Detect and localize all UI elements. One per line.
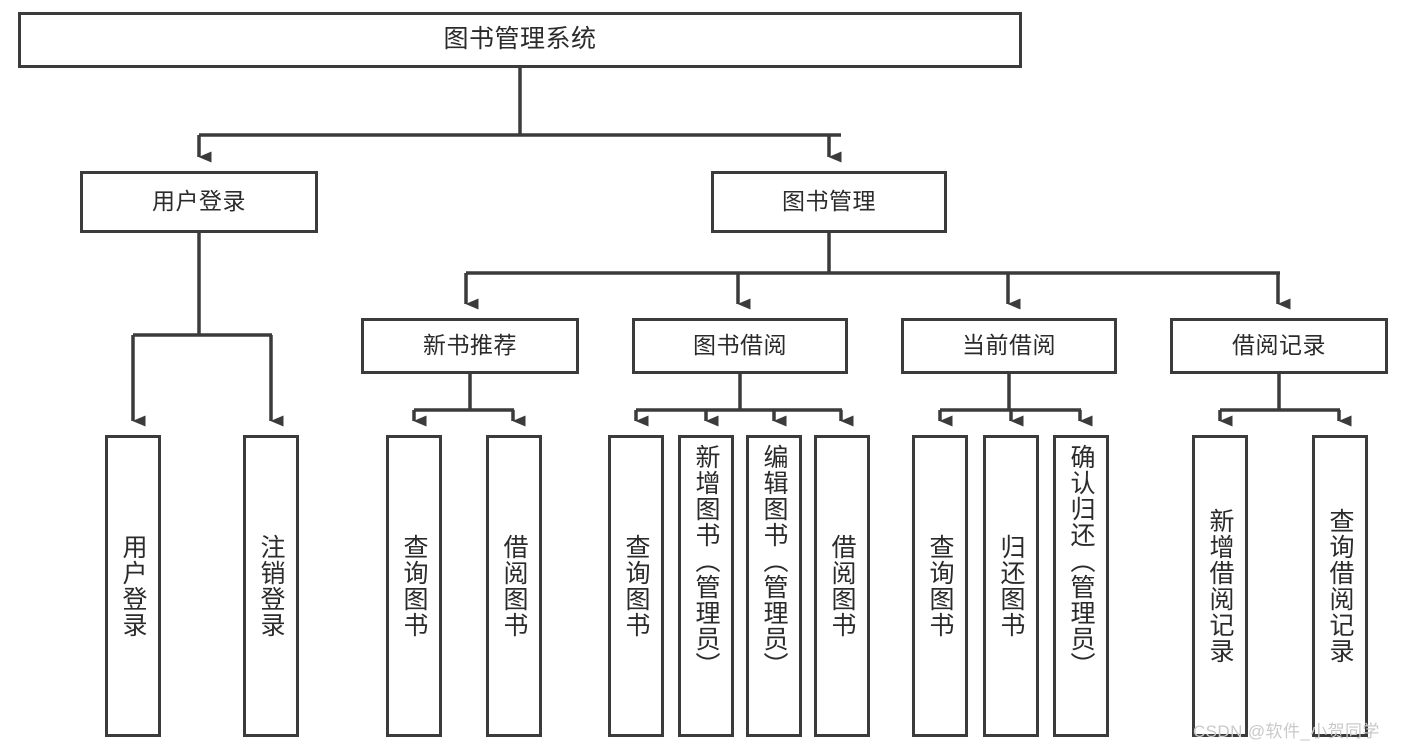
leaf-add-borrow-record[interactable]: 新增借阅记录 bbox=[1192, 435, 1248, 737]
node-label: 用户登录 bbox=[152, 188, 246, 215]
leaf-edit-book-admin[interactable]: 编辑图书（管理员） bbox=[746, 435, 802, 737]
leaf-borrow-book-recommend[interactable]: 借阅图书 bbox=[486, 435, 542, 737]
node-current-borrow[interactable]: 当前借阅 bbox=[901, 318, 1117, 374]
node-book-manage[interactable]: 图书管理 bbox=[711, 171, 947, 233]
node-label: 图书借阅 bbox=[693, 332, 787, 359]
node-label: 借阅图书 bbox=[828, 534, 856, 638]
leaf-add-book-admin[interactable]: 新增图书（管理员） bbox=[678, 435, 734, 737]
node-user-login[interactable]: 用户登录 bbox=[80, 171, 318, 233]
leaf-query-borrow-record[interactable]: 查询借阅记录 bbox=[1312, 435, 1368, 737]
node-label: 查询图书 bbox=[926, 534, 954, 638]
node-label: 查询图书 bbox=[400, 534, 428, 638]
node-label: 借阅记录 bbox=[1232, 332, 1326, 359]
leaf-query-book-recommend[interactable]: 查询图书 bbox=[386, 435, 442, 737]
leaf-borrow-book[interactable]: 借阅图书 bbox=[814, 435, 870, 737]
node-label: 用户登录 bbox=[119, 534, 147, 638]
leaf-confirm-return-admin[interactable]: 确认归还（管理员） bbox=[1053, 435, 1109, 737]
node-label: 确认归还（管理员） bbox=[1067, 444, 1095, 678]
node-label: 注销登录 bbox=[257, 534, 285, 638]
node-new-book-recommend[interactable]: 新书推荐 bbox=[361, 318, 579, 374]
leaf-return-book[interactable]: 归还图书 bbox=[983, 435, 1039, 737]
node-borrow-record[interactable]: 借阅记录 bbox=[1170, 318, 1388, 374]
node-label: 新增图书（管理员） bbox=[692, 444, 720, 678]
csdn-watermark: CSDN @软件_小贺同学 bbox=[1193, 722, 1380, 741]
node-label: 借阅图书 bbox=[500, 534, 528, 638]
leaf-logout-login[interactable]: 注销登录 bbox=[243, 435, 299, 737]
leaf-query-book-borrow[interactable]: 查询图书 bbox=[608, 435, 664, 737]
node-book-borrow[interactable]: 图书借阅 bbox=[632, 318, 848, 374]
node-label: 归还图书 bbox=[997, 534, 1025, 638]
node-label: 查询图书 bbox=[622, 534, 650, 638]
leaf-query-book-current[interactable]: 查询图书 bbox=[912, 435, 968, 737]
node-label: 编辑图书（管理员） bbox=[760, 444, 788, 678]
node-label: 新增借阅记录 bbox=[1206, 508, 1234, 664]
node-label: 查询借阅记录 bbox=[1326, 508, 1354, 664]
node-label: 新书推荐 bbox=[423, 332, 517, 359]
leaf-user-login[interactable]: 用户登录 bbox=[105, 435, 161, 737]
node-label: 当前借阅 bbox=[962, 332, 1056, 359]
node-label: 图书管理 bbox=[782, 188, 876, 215]
node-label: 图书管理系统 bbox=[443, 25, 597, 54]
node-root-system[interactable]: 图书管理系统 bbox=[18, 12, 1022, 68]
